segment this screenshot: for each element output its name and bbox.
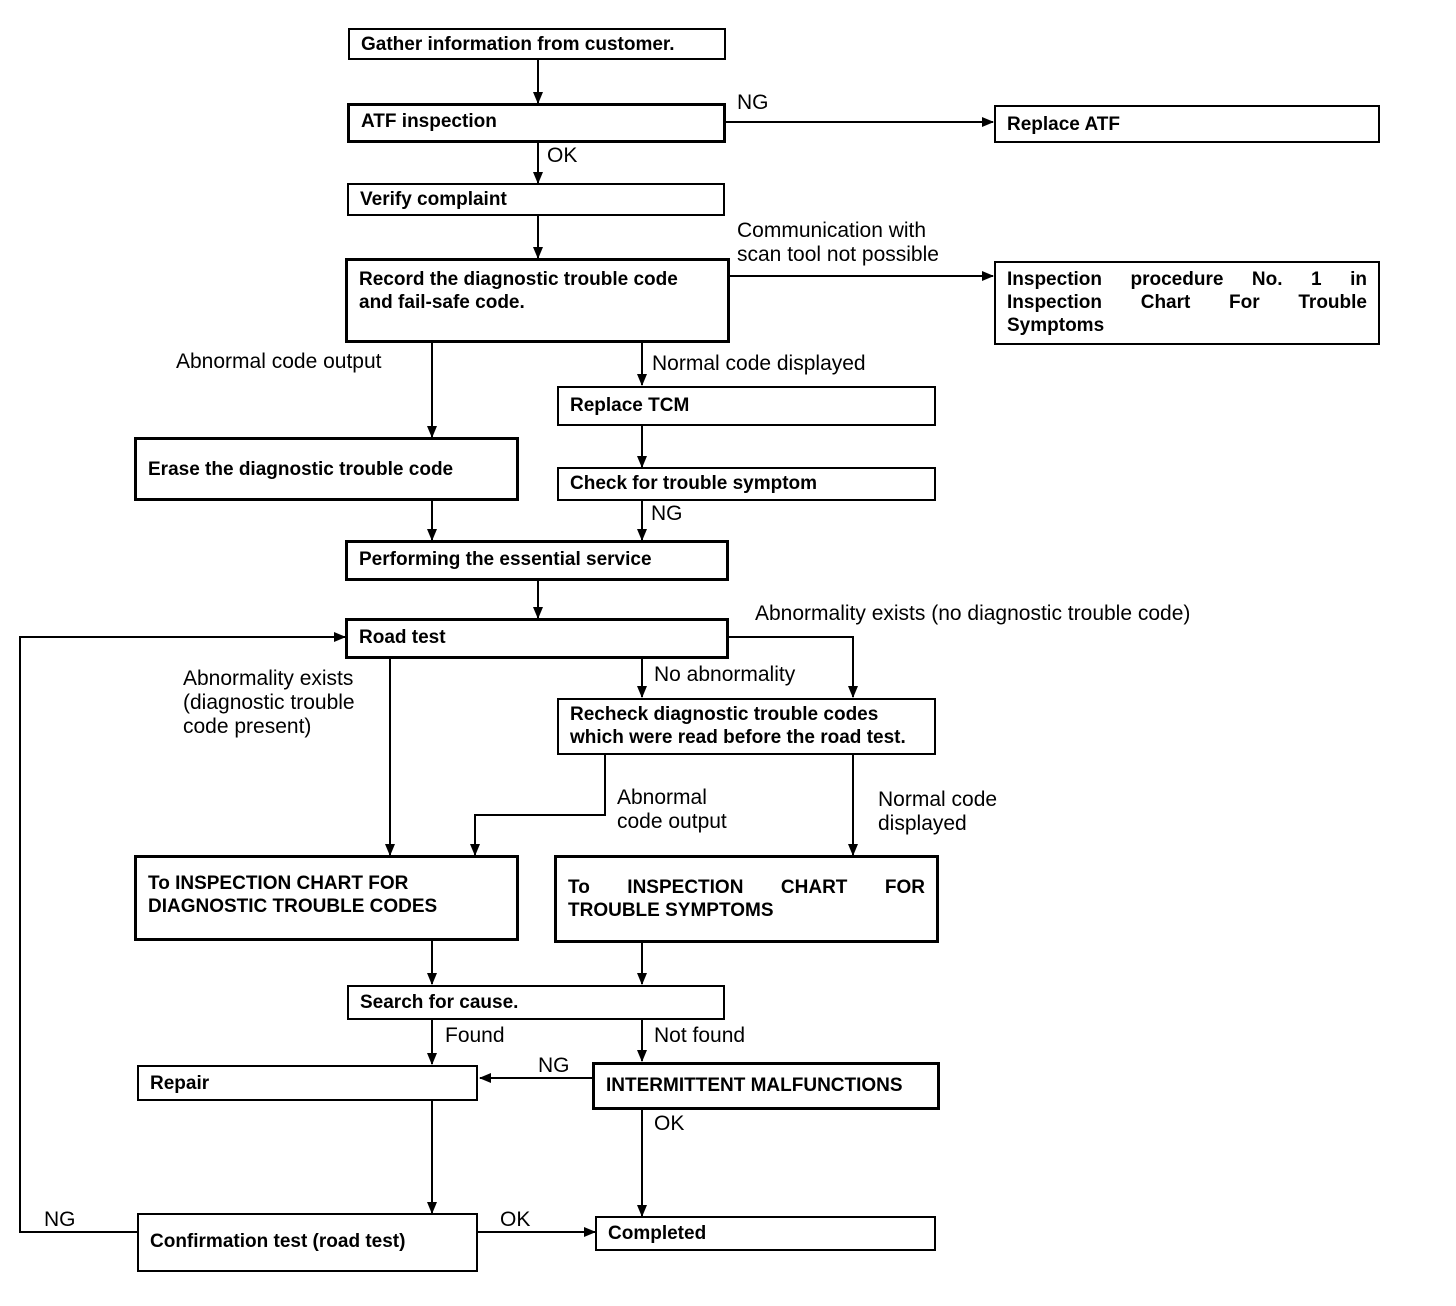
erase-dtc-box: Erase the diagnostic trouble code bbox=[134, 437, 519, 501]
repair-box: Repair bbox=[137, 1065, 478, 1101]
label-intermittent-ok: OK bbox=[654, 1112, 685, 1135]
label-abnormal-code: Abnormal code output bbox=[176, 350, 382, 373]
label-recheck-normal: Normal code displayed bbox=[878, 788, 998, 835]
arrow-confirmation-ng-loop bbox=[19, 632, 346, 1233]
completed-box: Completed bbox=[595, 1216, 936, 1251]
atf-inspection-box: ATF inspection bbox=[347, 103, 726, 143]
label-no-abnormality: No abnormality bbox=[654, 663, 796, 686]
road-test-box: Road test bbox=[345, 618, 729, 659]
arrow-road-test-to-recheck-no-dtc bbox=[729, 636, 858, 698]
chart-dtc-box: To INSPECTION CHART FOR DIAGNOSTIC TROUB… bbox=[134, 855, 519, 941]
inspection-no1-box: Inspection procedure No. 1 in Inspection… bbox=[994, 261, 1380, 345]
chart-symptoms-box: To INSPECTION CHART FOR TROUBLE SYMPTOMS bbox=[554, 855, 939, 943]
replace-atf-box: Replace ATF bbox=[994, 105, 1380, 143]
label-not-found: Not found bbox=[654, 1024, 746, 1047]
recheck-dtc-box: Recheck diagnostic trouble codes which w… bbox=[557, 698, 936, 755]
record-codes-box: Record the diagnostic trouble code and f… bbox=[345, 258, 730, 343]
search-cause-box: Search for cause. bbox=[347, 985, 725, 1020]
label-abnormality-dtc: Abnormality exists (diagnostic trouble c… bbox=[183, 667, 355, 738]
label-symptom-ng: NG bbox=[651, 502, 683, 525]
label-recheck-abnormal: Abnormal code output bbox=[617, 786, 727, 833]
label-confirm-ok: OK bbox=[500, 1208, 531, 1231]
intermittent-box: INTERMITTENT MALFUNCTIONS bbox=[592, 1062, 940, 1110]
gather-info-box: Gather information from customer. bbox=[348, 28, 726, 60]
label-confirm-ng: NG bbox=[44, 1208, 76, 1231]
replace-tcm-box: Replace TCM bbox=[557, 386, 936, 426]
label-abnormality-no-dtc: Abnormality exists (no diagnostic troubl… bbox=[755, 602, 1191, 625]
label-comm-fail: Communication with scan tool not possibl… bbox=[737, 219, 939, 266]
essential-service-box: Performing the essential service bbox=[345, 540, 729, 581]
check-symptom-box: Check for trouble symptom bbox=[557, 467, 936, 501]
verify-complaint-box: Verify complaint bbox=[347, 183, 725, 216]
confirmation-test-box: Confirmation test (road test) bbox=[137, 1213, 478, 1272]
label-found: Found bbox=[445, 1024, 505, 1047]
label-atf-ng: NG bbox=[737, 91, 769, 114]
label-atf-ok: OK bbox=[547, 144, 578, 167]
arrow-recheck-to-chart-dtc bbox=[470, 754, 606, 856]
label-intermittent-ng: NG bbox=[538, 1054, 570, 1077]
label-normal-code: Normal code displayed bbox=[652, 352, 866, 375]
